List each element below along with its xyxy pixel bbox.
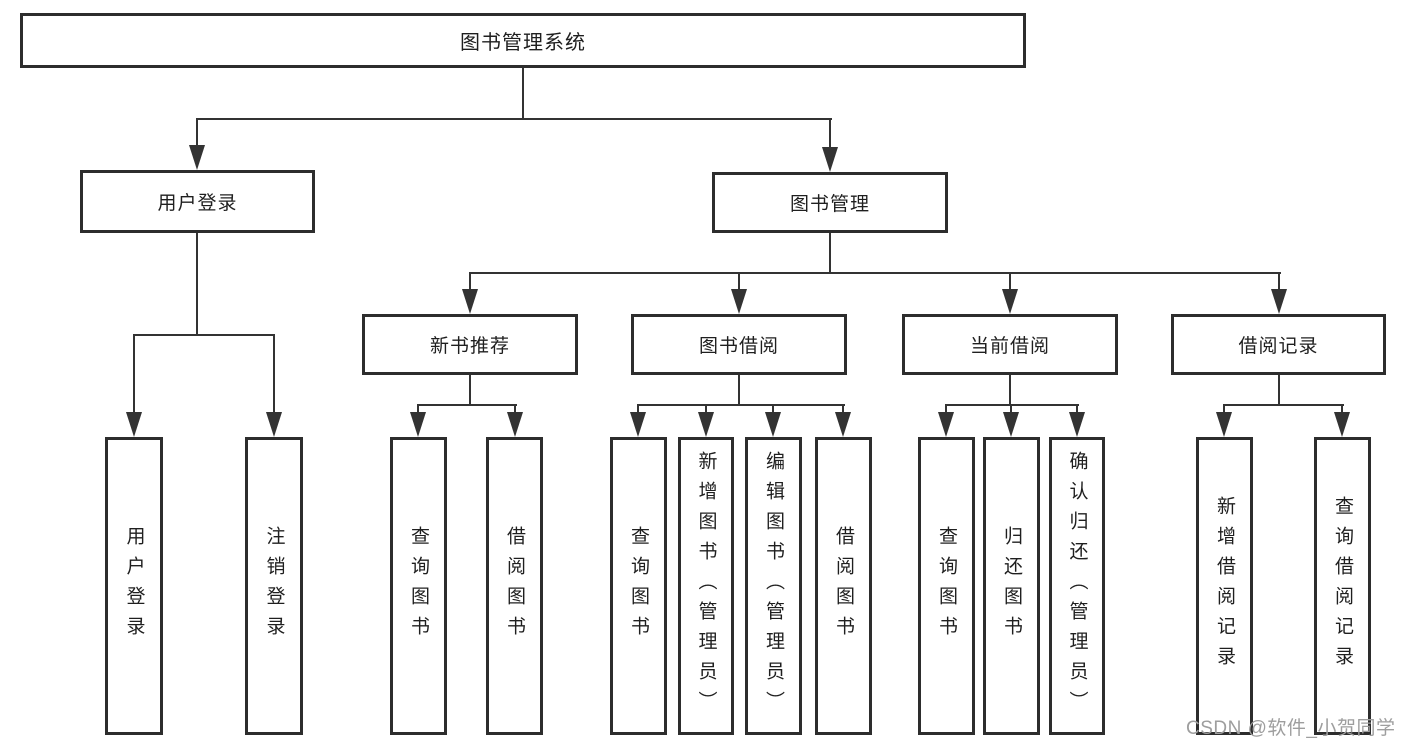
connector-line — [829, 118, 831, 152]
connector-line — [1278, 272, 1280, 291]
node-leaf-logout-label: 注销登录 — [263, 526, 285, 646]
connector-line — [1010, 404, 1012, 414]
arrow-down-icon — [630, 412, 646, 437]
node-bb-add-books: 新增图书（管理员） — [678, 437, 734, 735]
arrow-down-icon — [1216, 412, 1232, 437]
node-user-login-label: 用户登录 — [157, 193, 238, 214]
node-nbr-query-books: 查询图书 — [390, 437, 447, 735]
node-bb-query-books-label: 查询图书 — [628, 526, 649, 646]
connector-line — [196, 233, 198, 336]
node-cb-confirm-return-label: 确认归还（管理员） — [1066, 451, 1088, 721]
node-leaf-logout: 注销登录 — [245, 437, 303, 735]
node-nbr-query-books-label: 查询图书 — [408, 526, 429, 646]
arrow-down-icon — [731, 289, 747, 314]
node-new-book-recommend: 新书推荐 — [362, 314, 578, 375]
node-br-add-record-label: 新增借阅记录 — [1214, 496, 1235, 676]
connector-line — [133, 334, 275, 336]
connector-line — [469, 272, 471, 291]
connector-line — [196, 118, 832, 120]
node-bb-borrow-books: 借阅图书 — [815, 437, 872, 735]
connector-line — [1223, 404, 1344, 406]
node-current-borrow-label: 当前借阅 — [969, 336, 1050, 357]
connector-line — [945, 404, 1079, 406]
arrow-down-icon — [507, 412, 523, 437]
connector-line — [1223, 404, 1225, 414]
arrow-down-icon — [462, 289, 478, 314]
node-nbr-borrow-books: 借阅图书 — [486, 437, 543, 735]
node-user-login: 用户登录 — [80, 170, 315, 233]
node-borrow-records-label: 借阅记录 — [1238, 336, 1319, 357]
node-br-add-record: 新增借阅记录 — [1196, 437, 1253, 735]
connector-line — [738, 375, 740, 406]
connector-line — [469, 375, 471, 406]
arrow-down-icon — [1271, 289, 1287, 314]
arrow-down-icon — [266, 412, 282, 437]
connector-line — [522, 68, 524, 119]
connector-line — [469, 272, 1281, 274]
node-borrow-records: 借阅记录 — [1171, 314, 1386, 375]
arrow-down-icon — [698, 412, 714, 437]
connector-line — [417, 404, 419, 414]
node-book-management: 图书管理 — [712, 172, 948, 233]
connector-line — [1009, 375, 1011, 406]
node-bb-edit-books: 编辑图书（管理员） — [745, 437, 802, 735]
connector-line — [1341, 404, 1343, 414]
connector-line — [705, 404, 707, 414]
node-root: 图书管理系统 — [20, 13, 1026, 68]
node-book-management-label: 图书管理 — [789, 194, 870, 215]
arrow-down-icon — [410, 412, 426, 437]
node-current-borrow: 当前借阅 — [902, 314, 1118, 375]
arrow-down-icon — [822, 147, 838, 172]
node-br-query-record-label: 查询借阅记录 — [1332, 496, 1353, 676]
node-book-borrow: 图书借阅 — [631, 314, 847, 375]
connector-line — [1009, 272, 1011, 291]
connector-line — [514, 404, 516, 414]
node-cb-query-books: 查询图书 — [918, 437, 975, 735]
connector-line — [273, 334, 275, 414]
connector-line — [842, 404, 844, 414]
node-book-borrow-label: 图书借阅 — [698, 336, 779, 357]
connector-line — [196, 118, 198, 150]
connector-line — [417, 404, 517, 406]
node-bb-edit-books-label: 编辑图书（管理员） — [763, 451, 784, 721]
node-leaf-user-login-label: 用户登录 — [123, 526, 145, 646]
node-leaf-user-login: 用户登录 — [105, 437, 163, 735]
arrow-down-icon — [1069, 412, 1085, 437]
node-nbr-borrow-books-label: 借阅图书 — [504, 526, 525, 646]
node-cb-return-books-label: 归还图书 — [1001, 526, 1022, 646]
connector-line — [637, 404, 639, 414]
arrow-down-icon — [1002, 289, 1018, 314]
arrow-down-icon — [938, 412, 954, 437]
connector-line — [738, 272, 740, 291]
arrow-down-icon — [765, 412, 781, 437]
connector-line — [1076, 404, 1078, 414]
arrow-down-icon — [835, 412, 851, 437]
arrow-down-icon — [1003, 412, 1019, 437]
arrow-down-icon — [126, 412, 142, 437]
node-root-label: 图书管理系统 — [460, 32, 586, 54]
node-br-query-record: 查询借阅记录 — [1314, 437, 1371, 735]
arrow-down-icon — [1334, 412, 1350, 437]
node-bb-borrow-books-label: 借阅图书 — [833, 526, 854, 646]
connector-line — [1278, 375, 1280, 406]
node-bb-add-books-label: 新增图书（管理员） — [695, 451, 717, 721]
connector-line — [637, 404, 845, 406]
arrow-down-icon — [189, 145, 205, 170]
csdn-watermark: CSDN @软件_小贺同学 — [1186, 718, 1396, 739]
node-new-book-recommend-label: 新书推荐 — [429, 336, 510, 357]
node-cb-return-books: 归还图书 — [983, 437, 1040, 735]
connector-line — [945, 404, 947, 414]
node-cb-query-books-label: 查询图书 — [936, 526, 957, 646]
connector-line — [772, 404, 774, 414]
connector-line — [133, 334, 135, 414]
connector-line — [829, 233, 831, 274]
node-bb-query-books: 查询图书 — [610, 437, 667, 735]
node-cb-confirm-return: 确认归还（管理员） — [1049, 437, 1105, 735]
